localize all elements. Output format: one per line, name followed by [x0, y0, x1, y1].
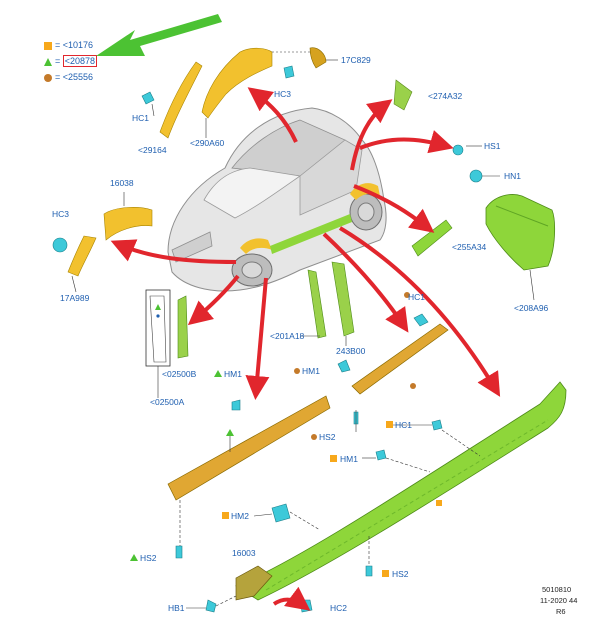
label-HN1: HN1	[504, 171, 521, 181]
molding-16038	[103, 207, 153, 241]
legend-text: = <25556	[55, 72, 94, 82]
label-HC3-left: HC3	[52, 209, 69, 219]
orange-square-icon	[44, 41, 52, 50]
legend-text: =	[55, 56, 63, 66]
footer-line-2: 11-2020 44	[540, 596, 577, 605]
label-208A96: <208A96	[514, 303, 549, 313]
legend-row-square: = <10176	[44, 39, 93, 51]
label-16003: 16003	[232, 548, 256, 558]
wheel-arch-molding-front	[159, 61, 203, 139]
label-HC3-top: HC3	[274, 89, 291, 99]
label-17C829: 17C829	[341, 55, 371, 65]
wheel-arch-molding-208A96	[485, 194, 556, 271]
label-29164: <29164	[138, 145, 167, 155]
footer-line-1: 5010810	[542, 585, 571, 594]
bracket-274A32	[393, 79, 413, 111]
label-17A989: 17A989	[60, 293, 90, 303]
diagram-markers	[130, 292, 442, 577]
pillar-trim-02500B	[177, 295, 189, 359]
label-201A18: <201A18	[270, 331, 305, 341]
highlighted-part-code: <20878	[62, 55, 98, 67]
footer-line-3: R6	[556, 607, 566, 616]
label-16038: 16038	[110, 178, 134, 188]
brown-circle-icon	[44, 73, 52, 82]
label-02500A: <02500A	[150, 397, 185, 407]
vehicle-body	[167, 107, 387, 292]
label-HM1-a: HM1	[224, 369, 242, 379]
molding-243B00	[331, 261, 355, 337]
green-triangle-icon	[44, 57, 52, 66]
molding-extension-17C829	[309, 47, 327, 69]
molding-17A989	[67, 235, 97, 277]
label-HS2-c: HS2	[392, 569, 409, 579]
legend-row-circle: = <25556	[44, 71, 93, 83]
label-290A60: <290A60	[190, 138, 225, 148]
molding-201A18	[307, 269, 327, 339]
label-HS1: HS1	[484, 141, 501, 151]
label-HM1-b: HM1	[302, 366, 320, 376]
label-02500B: <02500B	[162, 369, 197, 379]
legend-text: = <10176	[55, 40, 94, 50]
rocker-panel-green	[235, 381, 567, 601]
red-arrows	[110, 87, 501, 611]
legend-row-triangle: = <20878	[44, 55, 98, 67]
rocker-molding-lower	[167, 395, 331, 501]
label-HM1-c: HM1	[340, 454, 358, 464]
pillar-trim-outline	[145, 289, 171, 367]
label-HM2: HM2	[231, 511, 249, 521]
wheel-arch-molding-rear	[201, 47, 273, 119]
label-255A34: <255A34	[452, 242, 487, 252]
label-HC1-a: HC1	[132, 113, 149, 123]
label-HB1: HB1	[168, 603, 185, 613]
label-HS2-b: HS2	[140, 553, 157, 563]
label-HS2-a: HS2	[319, 432, 336, 442]
label-243B00: 243B00	[336, 346, 366, 356]
green-pointer-arrow	[96, 14, 222, 56]
leader-lines	[71, 51, 535, 609]
label-HC2: HC2	[330, 603, 347, 613]
label-HC1-b: HC1	[408, 292, 425, 302]
label-274A32: <274A32	[428, 91, 463, 101]
label-HC1-c: HC1	[395, 420, 412, 430]
rocker-molding-upper	[351, 323, 449, 395]
molding-255A34	[411, 219, 453, 257]
